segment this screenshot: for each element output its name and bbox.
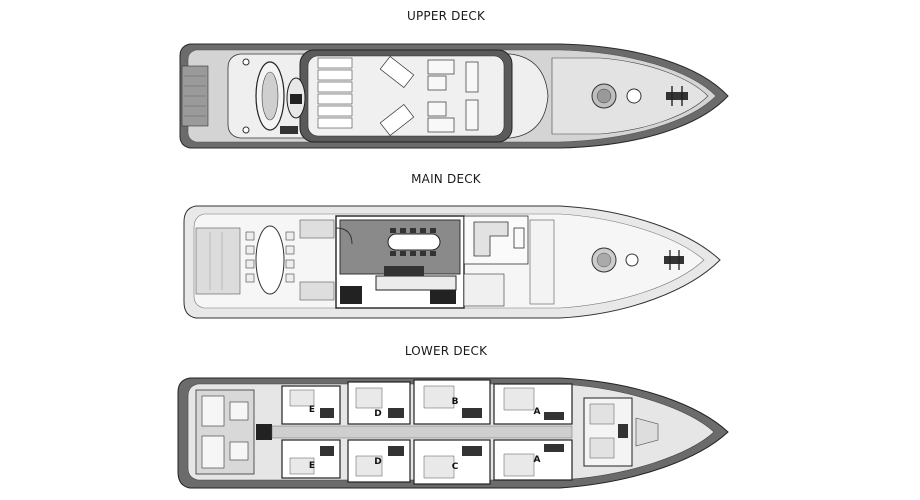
- sun-loungers: [317, 57, 353, 129]
- anchor-windlass: [666, 92, 688, 100]
- cabin-tag-d-starboard: D: [374, 457, 381, 467]
- cabin-tag-c: C: [452, 462, 459, 472]
- main-deck-plan: [183, 205, 721, 319]
- upper-seating: [427, 59, 479, 133]
- cabin-tag-d-port: D: [374, 409, 381, 419]
- cabin-tag-e-port: E: [309, 405, 315, 415]
- upper-deck-plan: [179, 43, 729, 149]
- upper-deck-title: UPPER DECK: [406, 9, 486, 23]
- galley: [463, 215, 529, 265]
- berths: [289, 385, 535, 479]
- aft-chairs: [245, 231, 295, 283]
- corridor: [271, 425, 573, 439]
- deck-chairs: [379, 55, 415, 137]
- aft-dining-table: [255, 225, 285, 295]
- saloon-dining-table: [387, 233, 441, 251]
- main-deck-title: MAIN DECK: [411, 172, 481, 186]
- lower-deck-plan: E E D D B C A A: [177, 377, 729, 489]
- cabin-tag-a-port: A: [534, 407, 541, 417]
- cabin-tag-b: B: [452, 397, 459, 407]
- stern-steps: [195, 227, 241, 295]
- cabin-tag-a-starboard: A: [534, 455, 541, 465]
- lower-deck-title: LOWER DECK: [404, 344, 488, 358]
- cabin-tag-e-starboard: E: [309, 461, 315, 471]
- saloon-sofa: [375, 275, 457, 291]
